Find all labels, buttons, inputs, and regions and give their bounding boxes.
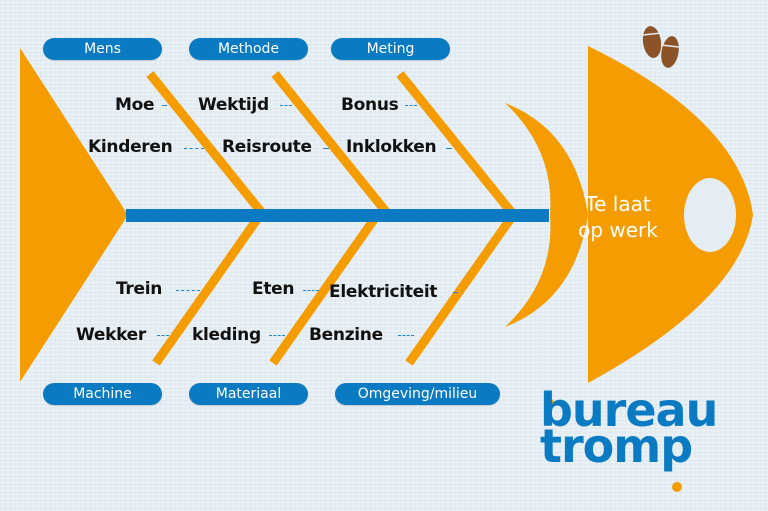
category-materiaal: Materiaal — [189, 383, 308, 405]
bone-machine — [152, 215, 262, 366]
effect-line-1: Te laat — [585, 192, 651, 216]
cause-connector — [184, 148, 204, 149]
fish-head — [588, 46, 753, 383]
cause-kleding: kleding — [192, 325, 261, 345]
footprints-icon — [642, 26, 680, 68]
cause-inklokken: Inklokken — [346, 137, 437, 157]
effect-label: Te laat op werk — [568, 191, 668, 243]
logo-dot-top — [544, 398, 554, 408]
fish-gill — [505, 103, 588, 327]
logo-line-2: tromp — [540, 419, 693, 473]
cause-moe: Moe — [115, 95, 155, 115]
cause-connector — [446, 148, 452, 149]
cause-connector — [269, 335, 285, 336]
logo-dot-bottom — [672, 482, 682, 492]
category-methode: Methode — [189, 38, 308, 60]
bone-methode — [271, 71, 391, 216]
cause-connector — [162, 105, 167, 106]
category-machine: Machine — [43, 383, 162, 405]
bureau-tromp-logo: bureau tromp — [540, 383, 718, 473]
cause-kinderen: Kinderen — [88, 137, 173, 157]
cause-elektriciteit: Elektriciteit — [329, 282, 438, 302]
cause-connector — [280, 105, 292, 106]
cause-connector — [398, 335, 414, 336]
cause-connector — [323, 148, 329, 149]
cause-connector — [405, 105, 417, 106]
category-meting: Meting — [331, 38, 450, 60]
cause-wektijd: Wektijd — [198, 95, 269, 115]
cause-wekker: Wekker — [76, 325, 146, 345]
cause-connector — [176, 290, 200, 291]
bone-omgeving — [405, 215, 515, 366]
cause-bonus: Bonus — [341, 95, 399, 115]
cause-eten: Eten — [252, 279, 295, 299]
logo-line-1: bureau — [540, 383, 718, 437]
fish-tail — [20, 48, 128, 382]
bone-meting — [396, 71, 516, 216]
category-mens: Mens — [43, 38, 162, 60]
fish-eye — [684, 178, 736, 252]
cause-connector — [157, 335, 169, 336]
cause-connector — [453, 292, 458, 293]
category-omgeving: Omgeving/milieu — [335, 383, 500, 405]
effect-line-2: op werk — [578, 218, 658, 242]
cause-benzine: Benzine — [309, 325, 383, 345]
bone-mens — [146, 71, 266, 216]
bone-materiaal — [269, 215, 379, 366]
cause-reisroute: Reisroute — [222, 137, 312, 157]
cause-connector — [303, 290, 319, 291]
fish-spine — [126, 209, 549, 222]
cause-trein: Trein — [116, 279, 163, 299]
